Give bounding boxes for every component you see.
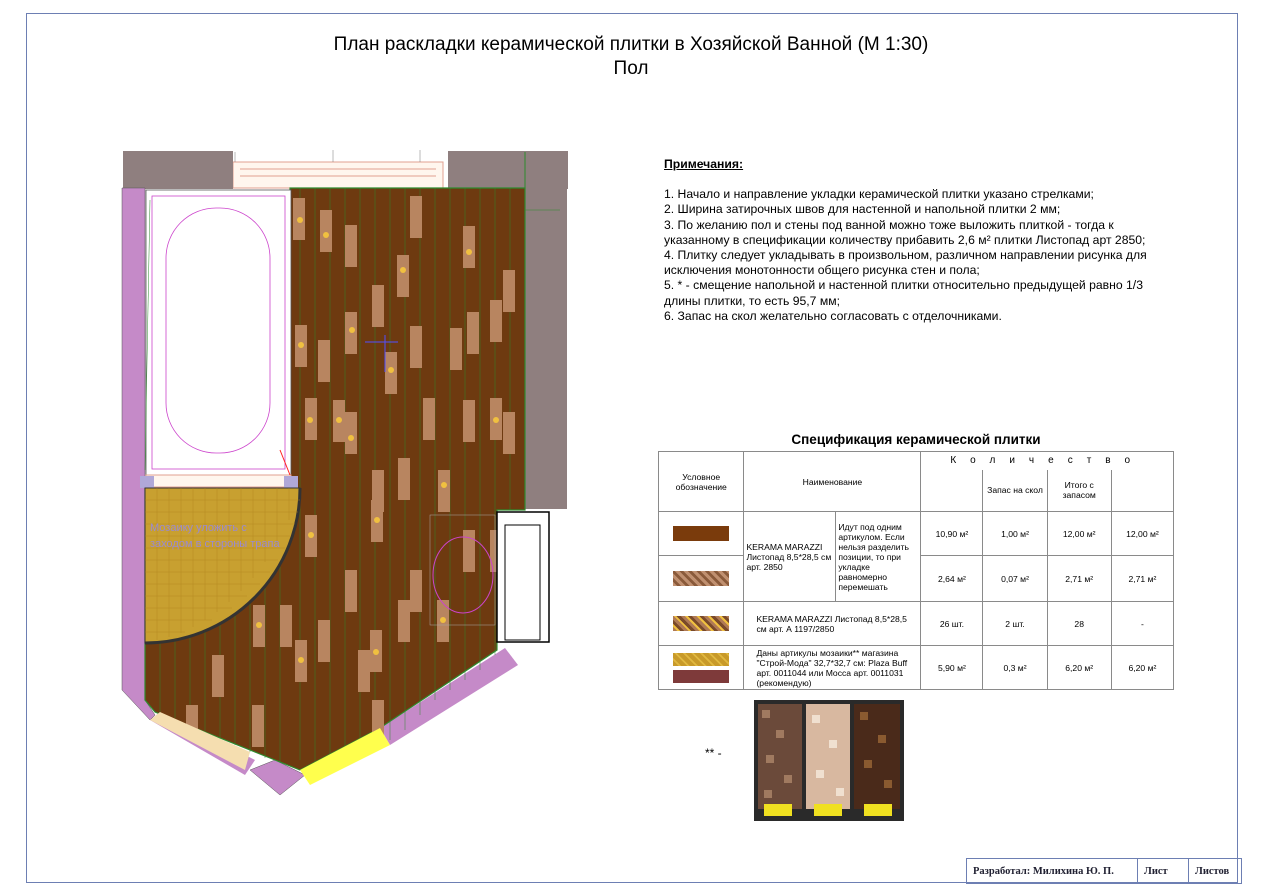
header-symbol: Условное обозначение [657, 451, 745, 512]
column-left [123, 151, 233, 189]
wall-left [121, 187, 156, 721]
spec-qty: 26 шт. [920, 601, 984, 646]
page-title: План раскладки керамической плитки в Хоз… [333, 34, 929, 55]
floor-plan: Мозаику уложить с заходом в стороны трап… [121, 150, 568, 796]
spec-qty: 5,90 м² [920, 645, 984, 690]
spec-name: KERAMA MARAZZI Листопад 8,5*28,5 см арт.… [743, 601, 922, 646]
mosaic-swatch-buff [673, 652, 730, 666]
toilet-bowl [432, 536, 494, 614]
spec-qty: 2,64 м² [920, 555, 984, 602]
notes-block: Примечания: 1. Начало и направление укла… [664, 157, 1174, 324]
spec-note: Идут под одним артикулом. Если нельзя ра… [835, 511, 922, 602]
note-item: 4. Плитку следует укладывать в произволь… [664, 248, 1147, 278]
tile-swatch-insert [673, 616, 730, 631]
note-item: 1. Начало и направление укладки керамиче… [664, 187, 1094, 202]
tile-swatch-decor [673, 571, 730, 586]
spec-reserve: 0,3 м² [982, 645, 1048, 690]
footnote-marker: ** - [705, 746, 722, 760]
spec-reserve: 2 шт. [982, 601, 1048, 646]
page-subtitle: Пол [613, 58, 649, 79]
spec-name: KERAMA MARAZZI Листопад 8,5*28,5 см арт.… [743, 511, 837, 602]
window-frame [232, 161, 444, 189]
column-right-lower [525, 189, 567, 509]
sheets-label: Листов [1195, 865, 1230, 877]
title-block: Разработал: Милихина Ю. П. Лист Листов [966, 858, 1242, 884]
spec-final: 12,00 м² [1110, 511, 1175, 556]
sheet-frame [26, 13, 1238, 883]
spec-total: 28 [1046, 601, 1112, 646]
spec-total: 2,71 м² [1046, 555, 1112, 602]
spec-table: Условное обозначение Наименование Количе… [657, 451, 1175, 690]
header-reserve: Запас на скол [982, 469, 1048, 512]
spec-reserve: 1,00 м² [982, 511, 1048, 556]
note-item: 2. Ширина затирочных швов для настенной … [664, 202, 1061, 217]
column-right [448, 151, 568, 189]
developer-name: Милихина Ю. П. [1032, 865, 1114, 877]
note-item: 6. Запас на скол желательно согласовать … [664, 308, 1002, 323]
mosaic-label: Мозаику уложить с заходом в стороны трап… [150, 522, 280, 550]
note-item: 5. * - смещение напольной и настенной пл… [664, 278, 1143, 308]
wall-bottom-right [380, 648, 518, 745]
header-total: Итого с запасом [1046, 469, 1112, 512]
note-item: 3. По желанию пол и стены под ванной мож… [664, 217, 1146, 247]
spec-reserve: 0,07 м² [982, 555, 1048, 602]
spec-title: Спецификация керамической плитки [791, 432, 1041, 447]
spec-name: Даны артикулы мозаики** магазина "Строй-… [743, 645, 922, 690]
header-name: Наименование [743, 451, 922, 512]
developer-label: Разработал: [973, 865, 1031, 877]
sheet-label: Лист [1138, 859, 1189, 883]
notes-heading: Примечания: [664, 157, 744, 171]
door-threshold [300, 728, 390, 785]
header-quantity: Количество [920, 451, 1174, 470]
spec-total: 6,20 м² [1046, 645, 1112, 690]
bathtub [145, 189, 292, 476]
spec-final: - [1110, 601, 1175, 646]
spec-qty: 10,90 м² [920, 511, 984, 556]
spec-final: 2,71 м² [1110, 555, 1175, 602]
spec-final: 6,20 м² [1110, 645, 1175, 690]
mosaic-swatch-mocca [673, 669, 730, 683]
mosaic-photo [754, 700, 904, 821]
spec-total: 12,00 м² [1046, 511, 1112, 556]
tile-swatch-brown [673, 526, 730, 541]
